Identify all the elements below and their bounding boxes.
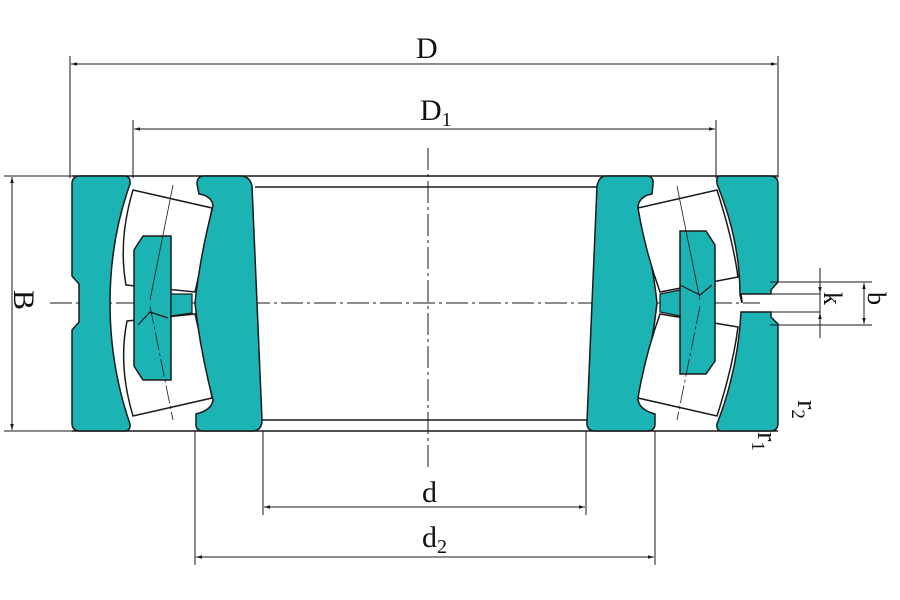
dimension-k: k bbox=[818, 268, 847, 338]
inner-ring-left bbox=[194, 175, 263, 432]
outer-ring-left bbox=[71, 175, 131, 432]
outer-ring-right-lower bbox=[716, 311, 779, 432]
dimension-B: B bbox=[4, 175, 72, 432]
cage-left bbox=[133, 235, 172, 381]
right-bearing-section bbox=[586, 175, 820, 432]
left-bearing-section bbox=[71, 175, 263, 432]
label-r1: r1 bbox=[747, 432, 782, 451]
dimension-d2: d2 bbox=[194, 431, 656, 565]
label-d: d bbox=[422, 476, 437, 509]
outer-ring-right bbox=[716, 175, 779, 304]
label-b: b bbox=[862, 292, 891, 305]
label-B: B bbox=[7, 290, 40, 310]
dimension-D1: D1 bbox=[132, 94, 717, 178]
dimension-b: b bbox=[770, 281, 891, 326]
label-d2: d2 bbox=[422, 521, 447, 558]
label-D: D bbox=[416, 32, 438, 65]
cage-right bbox=[679, 230, 716, 375]
dimension-d: d bbox=[262, 431, 587, 515]
label-D1: D1 bbox=[420, 94, 452, 131]
label-k: k bbox=[818, 292, 847, 305]
label-r2: r2 bbox=[787, 400, 822, 419]
dimension-D: D bbox=[69, 32, 779, 178]
